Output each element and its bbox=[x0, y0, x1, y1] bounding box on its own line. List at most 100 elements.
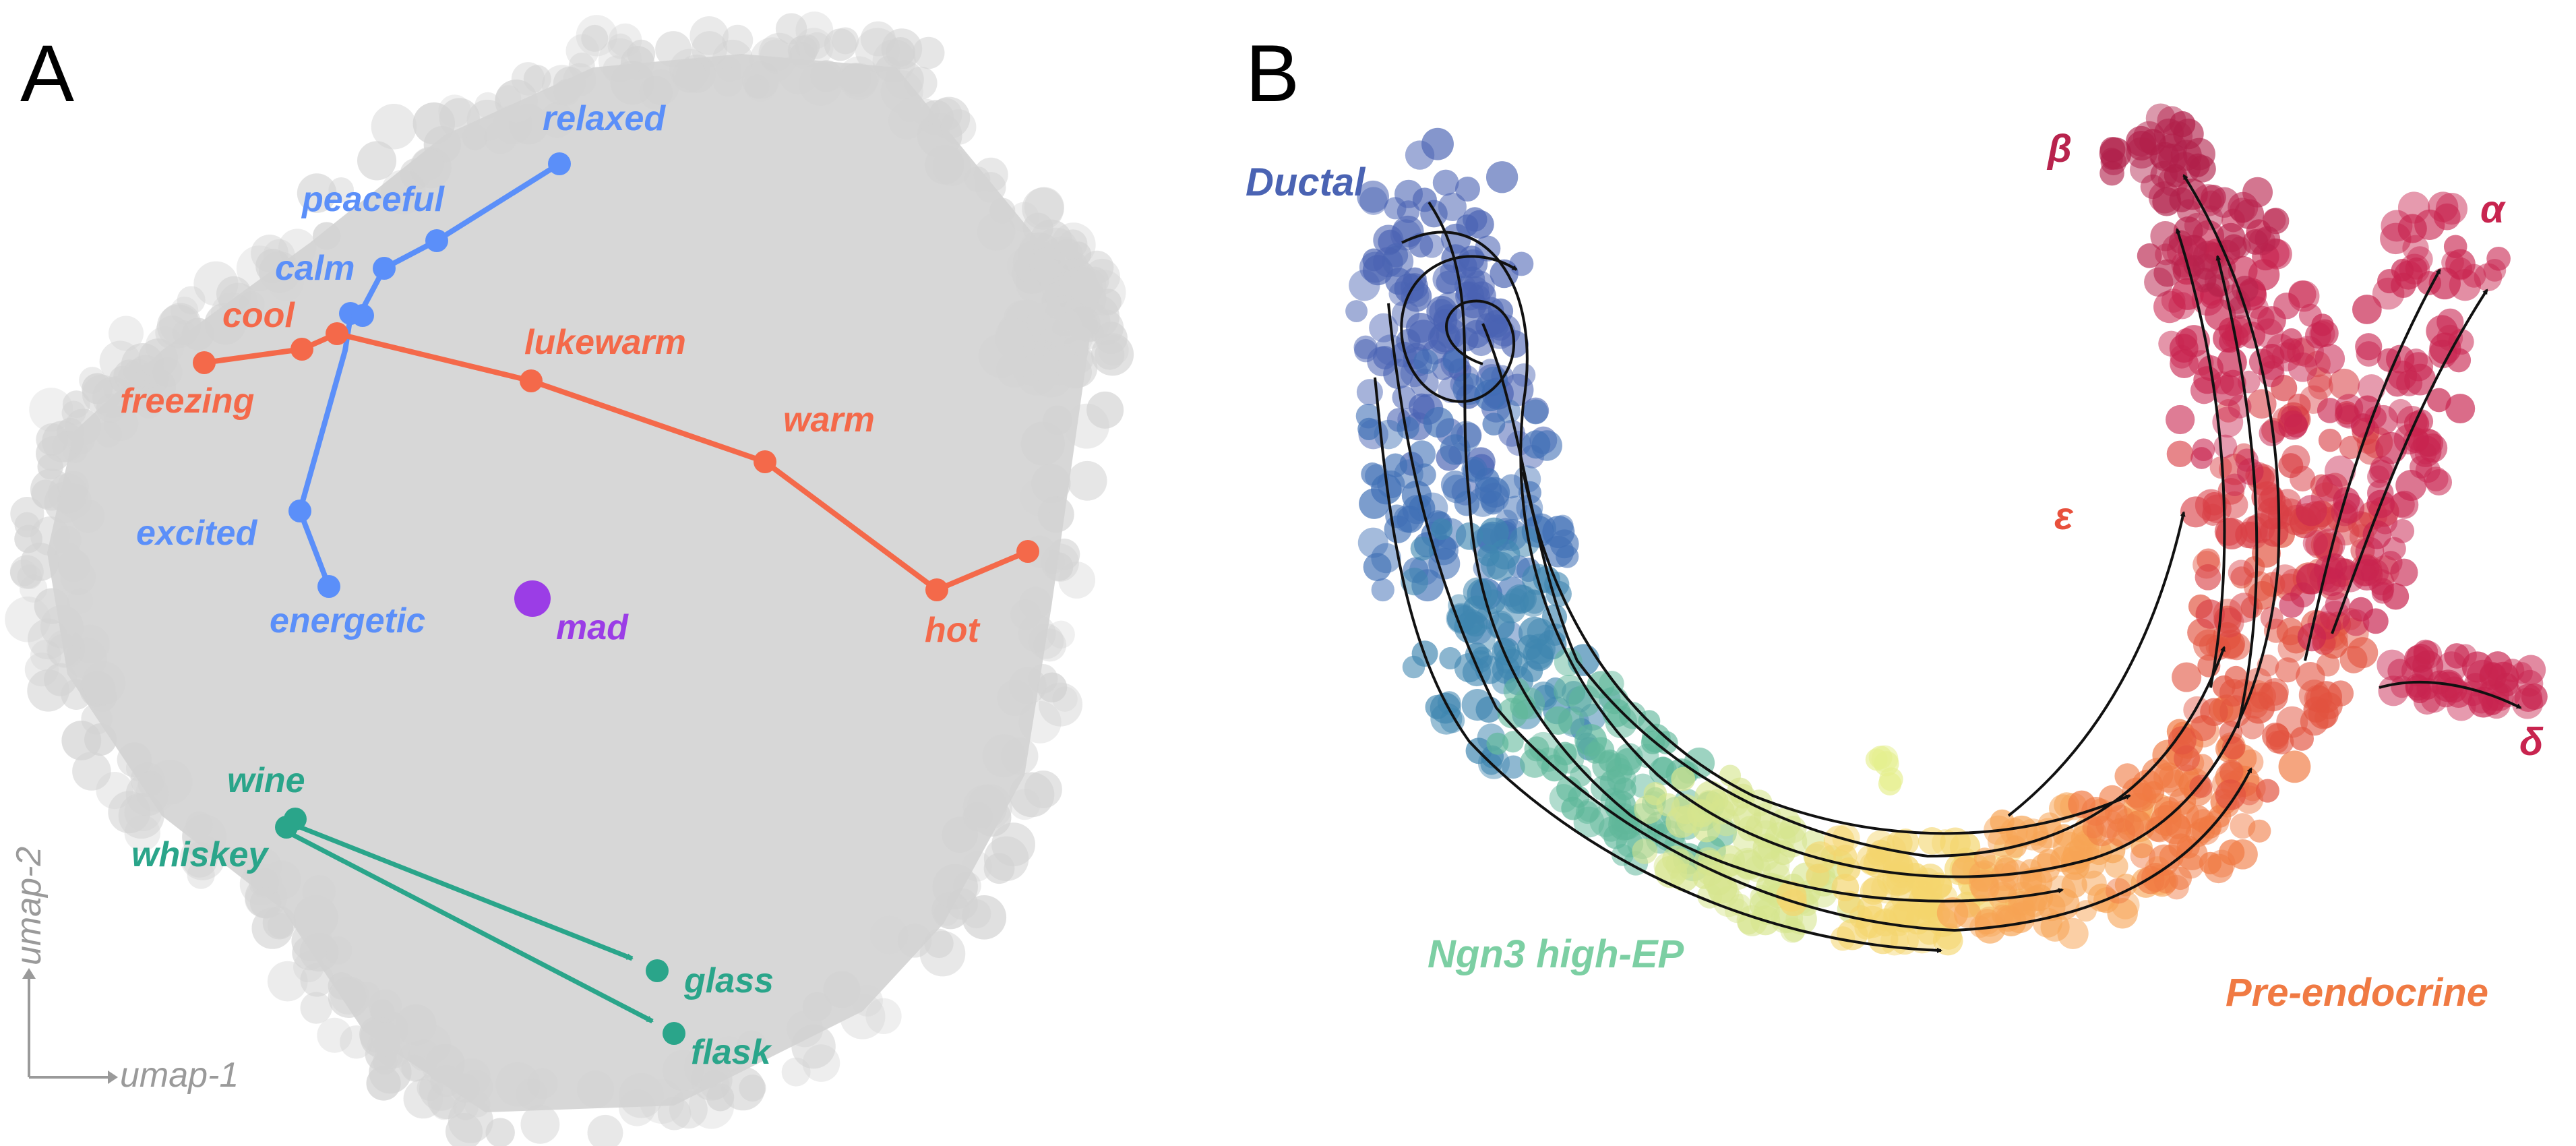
cell-point bbox=[2390, 558, 2418, 586]
cell-point bbox=[1592, 751, 1622, 781]
umap-cloud bbox=[5, 11, 1134, 1146]
streamline bbox=[2304, 268, 2441, 661]
cloud-point bbox=[737, 1030, 767, 1061]
emotion-point bbox=[317, 575, 340, 598]
streamline bbox=[1428, 201, 2064, 903]
word-label-hot: hot bbox=[925, 611, 981, 650]
cloud-point bbox=[840, 63, 871, 95]
cell-point bbox=[2311, 313, 2334, 336]
cloud-point bbox=[259, 251, 301, 293]
cell-point bbox=[1502, 755, 1525, 779]
cell-point bbox=[2381, 210, 2413, 242]
cell-point bbox=[2410, 435, 2442, 467]
cell-point bbox=[2329, 368, 2360, 400]
word-label-mad: mad bbox=[556, 608, 629, 647]
y-axis-label: umap-2 bbox=[9, 847, 49, 965]
cloud-point bbox=[47, 473, 88, 514]
drink-point bbox=[275, 816, 298, 839]
cell-point bbox=[2157, 106, 2186, 135]
cell-point bbox=[2223, 632, 2250, 661]
cloud-point bbox=[368, 989, 402, 1023]
cloud-point bbox=[328, 972, 356, 1000]
cell-point bbox=[1614, 748, 1643, 776]
streamline bbox=[1522, 471, 2131, 835]
cell-point bbox=[2342, 609, 2370, 636]
cloud-point bbox=[403, 1079, 443, 1119]
cell-point bbox=[2368, 569, 2395, 596]
cloud-point bbox=[36, 423, 69, 456]
cell-point bbox=[2435, 192, 2468, 225]
streamline bbox=[2176, 228, 2226, 688]
cell-point bbox=[2288, 352, 2318, 382]
cell-point bbox=[2236, 458, 2264, 485]
cell-point bbox=[1486, 732, 1509, 755]
cell-point bbox=[2215, 518, 2248, 550]
cloud-point bbox=[1069, 268, 1107, 305]
cloud-point bbox=[627, 39, 656, 68]
cloud-point bbox=[360, 1017, 400, 1058]
cell-point bbox=[1871, 745, 1899, 773]
cloud-point bbox=[1052, 686, 1078, 712]
cell-point bbox=[2314, 474, 2343, 502]
cell-point bbox=[2331, 498, 2358, 526]
cell-point bbox=[1523, 399, 1549, 425]
cell-point bbox=[2126, 131, 2157, 161]
cloud-point bbox=[292, 935, 327, 971]
cell-point bbox=[2130, 836, 2153, 859]
cloud-point bbox=[851, 985, 883, 1017]
cloud-point bbox=[1020, 421, 1065, 466]
cloud-point bbox=[711, 1036, 747, 1073]
cell-point bbox=[1454, 490, 1480, 516]
cell-point bbox=[1670, 864, 1698, 892]
emotion-word-group: relaxed peaceful calm excited energetic bbox=[136, 99, 666, 640]
cell-point bbox=[1374, 419, 1404, 450]
cell-point bbox=[1992, 904, 2014, 926]
cloud-point bbox=[1018, 614, 1056, 653]
cell-point bbox=[1356, 379, 1383, 406]
cell-point bbox=[1359, 488, 1390, 519]
cell-point bbox=[1408, 233, 1434, 258]
cloud-point bbox=[608, 23, 642, 57]
cell-point bbox=[2408, 680, 2432, 704]
cell-point bbox=[1936, 897, 1969, 929]
cell-point bbox=[2355, 537, 2385, 566]
cell-point bbox=[2255, 226, 2281, 252]
cell-point bbox=[1750, 884, 1775, 909]
cell-point bbox=[1413, 463, 1436, 487]
cell-point bbox=[2017, 868, 2047, 898]
cloud-point bbox=[300, 992, 332, 1024]
cell-point bbox=[1440, 434, 1471, 465]
cloud-point bbox=[1029, 247, 1067, 284]
cell-point bbox=[2279, 593, 2304, 618]
cell-point bbox=[2369, 459, 2393, 483]
cloud-point bbox=[401, 1054, 429, 1082]
cell-point bbox=[2257, 306, 2286, 335]
cell-point bbox=[2372, 277, 2405, 310]
cell-point bbox=[1878, 772, 1902, 795]
cell-point bbox=[1431, 518, 1453, 541]
cloud-point bbox=[417, 1075, 443, 1102]
cloud-point bbox=[171, 296, 199, 325]
cloud-point bbox=[187, 861, 215, 889]
cloud-point bbox=[962, 899, 991, 929]
cell-point bbox=[2082, 816, 2105, 839]
cell-point bbox=[1703, 866, 1733, 896]
cell-point bbox=[1665, 849, 1697, 880]
cell-point bbox=[2178, 853, 2204, 879]
cloud-point bbox=[716, 57, 741, 82]
drink-point bbox=[663, 1022, 685, 1045]
word-label-lukewarm: lukewarm bbox=[524, 323, 686, 362]
cloud-point bbox=[739, 1074, 766, 1102]
cell-point bbox=[2213, 434, 2238, 458]
cloud-point bbox=[181, 318, 214, 351]
cell-point bbox=[2228, 839, 2258, 870]
cell-point bbox=[1452, 373, 1485, 405]
cloud-point bbox=[1041, 543, 1079, 582]
cell-point bbox=[2313, 529, 2345, 561]
cell-point bbox=[1543, 706, 1573, 735]
cloud-point bbox=[700, 1070, 730, 1100]
temperature-word-group: cool freezing lukewarm warm hot bbox=[120, 296, 1039, 650]
cell-point bbox=[2390, 490, 2419, 519]
cell-point bbox=[1671, 766, 1696, 791]
